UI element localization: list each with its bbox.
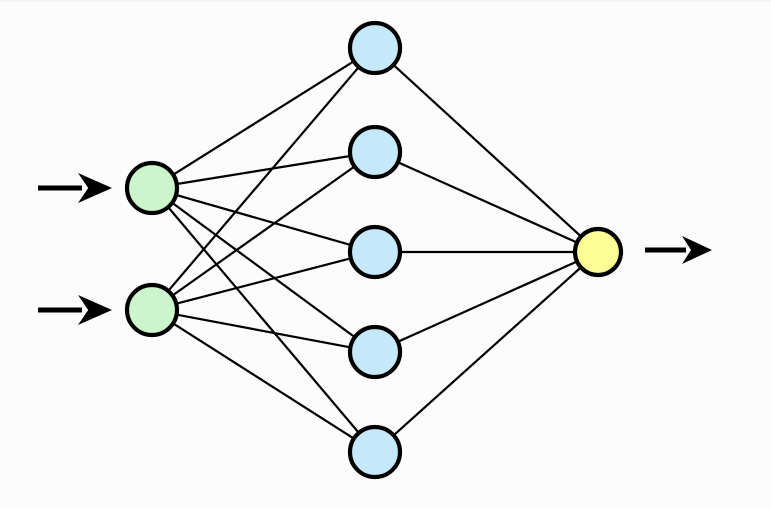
node-circle[interactable] [347,324,403,380]
nodes-group [124,20,624,480]
connections-group [167,60,582,440]
node-hidden-2[interactable] [347,124,403,180]
node-input-2[interactable] [124,282,180,338]
connection-edge [167,206,360,434]
node-circle[interactable] [347,124,403,180]
node-hidden-4[interactable] [347,324,403,380]
connection-edge [172,165,355,297]
node-hidden-5[interactable] [347,424,403,480]
connection-edge [176,257,351,305]
io-arrows-group [38,173,712,325]
connection-edge [172,322,355,440]
node-circle[interactable] [572,226,624,278]
top-divider [0,0,771,2]
connection-edge [393,64,582,237]
node-hidden-1[interactable] [347,20,403,76]
node-circle[interactable] [124,160,180,216]
connection-edge [172,60,355,176]
connection-edge [393,266,582,436]
connection-edge [175,194,352,246]
input-arrow-top-icon [38,173,112,203]
node-circle[interactable] [347,224,403,280]
node-output-1[interactable] [572,226,624,278]
connection-edge [397,260,578,343]
node-circle[interactable] [124,282,180,338]
node-circle[interactable] [347,20,403,76]
connection-edge [167,66,360,292]
connection-edge [171,202,356,338]
connection-edge [176,313,351,349]
node-hidden-3[interactable] [347,224,403,280]
connection-edge [176,155,351,185]
output-arrow-icon [645,236,712,264]
node-circle[interactable] [347,424,403,480]
connection-edge [397,161,578,244]
input-arrow-bottom-icon [38,295,112,325]
node-input-1[interactable] [124,160,180,216]
